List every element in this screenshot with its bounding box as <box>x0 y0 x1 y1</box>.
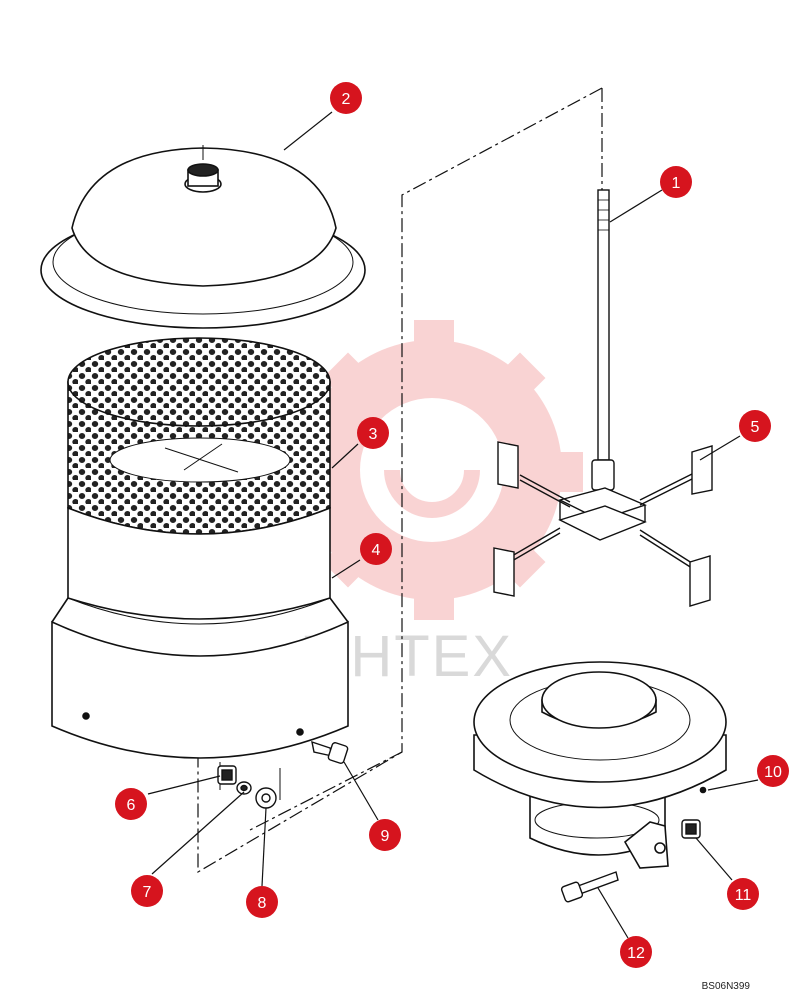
svg-text:9: 9 <box>381 828 390 845</box>
lock-washer-7 <box>236 781 252 795</box>
callout-5: 5 <box>739 410 771 442</box>
svg-text:8: 8 <box>258 895 267 912</box>
svg-text:6: 6 <box>127 797 136 814</box>
callout-1: 1 <box>660 166 692 198</box>
svg-text:11: 11 <box>735 887 752 904</box>
svg-text:1: 1 <box>672 175 681 192</box>
callout-3: 3 <box>357 417 389 449</box>
perforated-screen <box>67 337 331 535</box>
svg-text:7: 7 <box>143 884 152 901</box>
callout-10: 10 <box>757 755 789 787</box>
bolt-12 <box>560 871 619 903</box>
callout-6: 6 <box>115 788 147 820</box>
bolt-9 <box>311 740 349 764</box>
figure-code: BS06N399 <box>701 981 750 992</box>
svg-text:2: 2 <box>342 91 351 108</box>
leader-lines <box>147 111 759 939</box>
svg-text:5: 5 <box>751 419 760 436</box>
spider-bracket <box>493 441 713 607</box>
housing-body <box>51 506 349 800</box>
callout-12: 12 <box>620 936 652 968</box>
nut-6 <box>217 765 237 785</box>
watermark-gear-logo <box>282 320 583 620</box>
base-assembly <box>473 661 727 869</box>
callout-7: 7 <box>131 875 163 907</box>
cover <box>40 145 366 329</box>
callout-4: 4 <box>360 533 392 565</box>
washer-8 <box>255 787 277 809</box>
svg-text:10: 10 <box>764 764 782 781</box>
center-rod <box>591 189 615 491</box>
callout-8: 8 <box>246 886 278 918</box>
svg-text:3: 3 <box>369 426 378 443</box>
callout-9: 9 <box>369 819 401 851</box>
assembly-lines <box>197 87 603 874</box>
svg-text:12: 12 <box>627 945 645 962</box>
nut-11 <box>681 819 701 839</box>
svg-text:4: 4 <box>372 542 381 559</box>
callout-2: 2 <box>330 82 362 114</box>
callout-11: 11 <box>727 878 759 910</box>
